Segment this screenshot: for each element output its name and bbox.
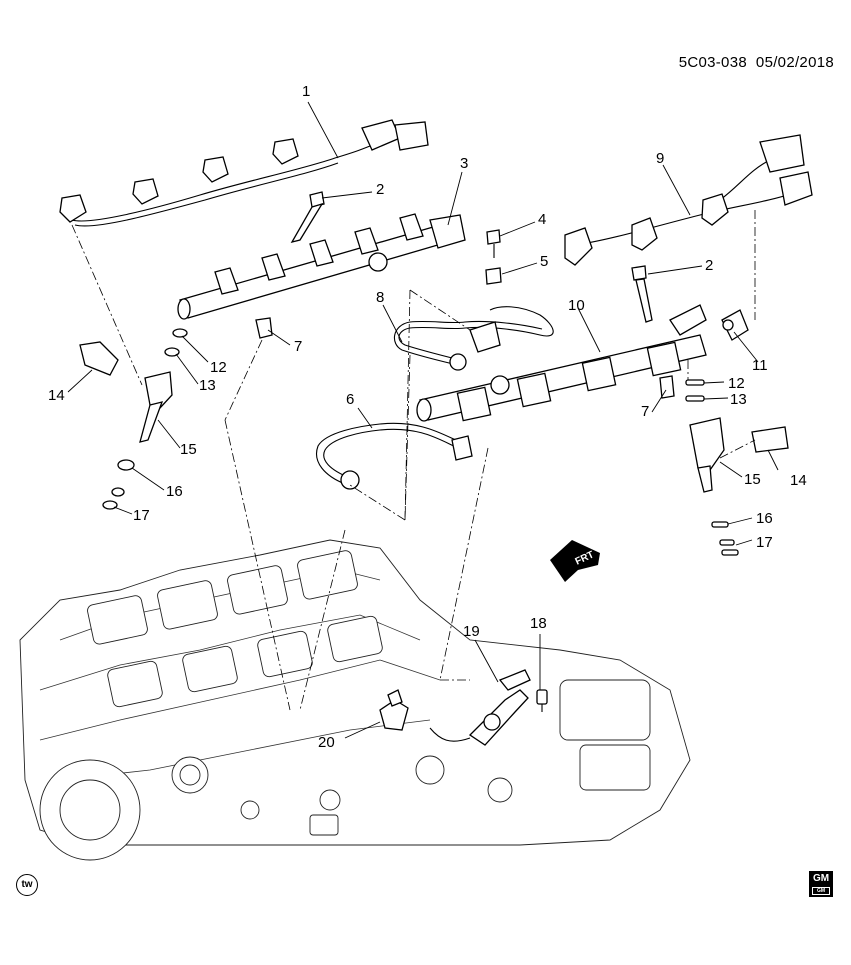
callout: 1	[302, 83, 311, 100]
callout: 11	[752, 357, 768, 374]
diagram-date: 05/02/2018	[755, 54, 834, 71]
callout: 17	[756, 534, 773, 551]
callout: 20	[318, 734, 335, 751]
callout: 13	[199, 377, 216, 394]
gm-logo-text: GM	[812, 873, 830, 884]
callout: 3	[460, 155, 469, 172]
callout: 2	[705, 257, 714, 274]
callout: 13	[730, 391, 747, 408]
callout: 7	[641, 403, 650, 420]
harness-left	[59, 119, 429, 227]
fuel-pump	[379, 669, 548, 746]
callout: 5	[540, 253, 549, 270]
bolt-2-right	[631, 265, 653, 323]
bolt-2-left	[290, 191, 325, 244]
callout: 7	[294, 338, 303, 355]
nut-5	[485, 267, 502, 285]
pressure-sensor	[721, 309, 749, 341]
bolt-4	[486, 229, 501, 258]
callout: 4	[538, 211, 547, 228]
insulator-7-right	[659, 375, 675, 399]
insulator-7-left	[255, 317, 273, 339]
front-direction-arrow	[550, 540, 600, 582]
fuel-rail-left	[177, 213, 466, 320]
callout: 17	[133, 507, 150, 524]
callout: 2	[376, 181, 385, 198]
gm-logo-subtext: GM	[812, 887, 830, 895]
callout: 12	[210, 359, 227, 376]
injector-left	[79, 328, 188, 510]
callout: 6	[346, 391, 355, 408]
callout: 9	[656, 150, 665, 167]
callout: 14	[790, 472, 807, 489]
callout: 19	[463, 623, 480, 640]
tw-mark: tw	[16, 874, 38, 896]
connection-lines	[71, 210, 756, 711]
callout: 18	[530, 615, 547, 632]
fuel-pipe-6	[316, 422, 473, 490]
callout: 16	[166, 483, 183, 500]
fuel-rail-right	[416, 304, 707, 422]
leader-lines	[67, 101, 779, 739]
callout: 16	[756, 510, 773, 527]
callout: 12	[728, 375, 745, 392]
callout: 15	[744, 471, 761, 488]
callout: 14	[48, 387, 65, 404]
harness-right	[564, 134, 813, 266]
callout: 15	[180, 441, 197, 458]
callout: 8	[376, 289, 385, 306]
fuel-pipe-8	[393, 306, 554, 371]
diagram-code-date: 5C03-038 05/02/2018	[679, 54, 834, 71]
injector-right	[685, 379, 789, 556]
callout: 10	[568, 297, 585, 314]
engine-block	[19, 539, 691, 861]
gm-logo: GM GM	[809, 871, 833, 897]
diagram-code: 5C03-038	[678, 54, 747, 71]
